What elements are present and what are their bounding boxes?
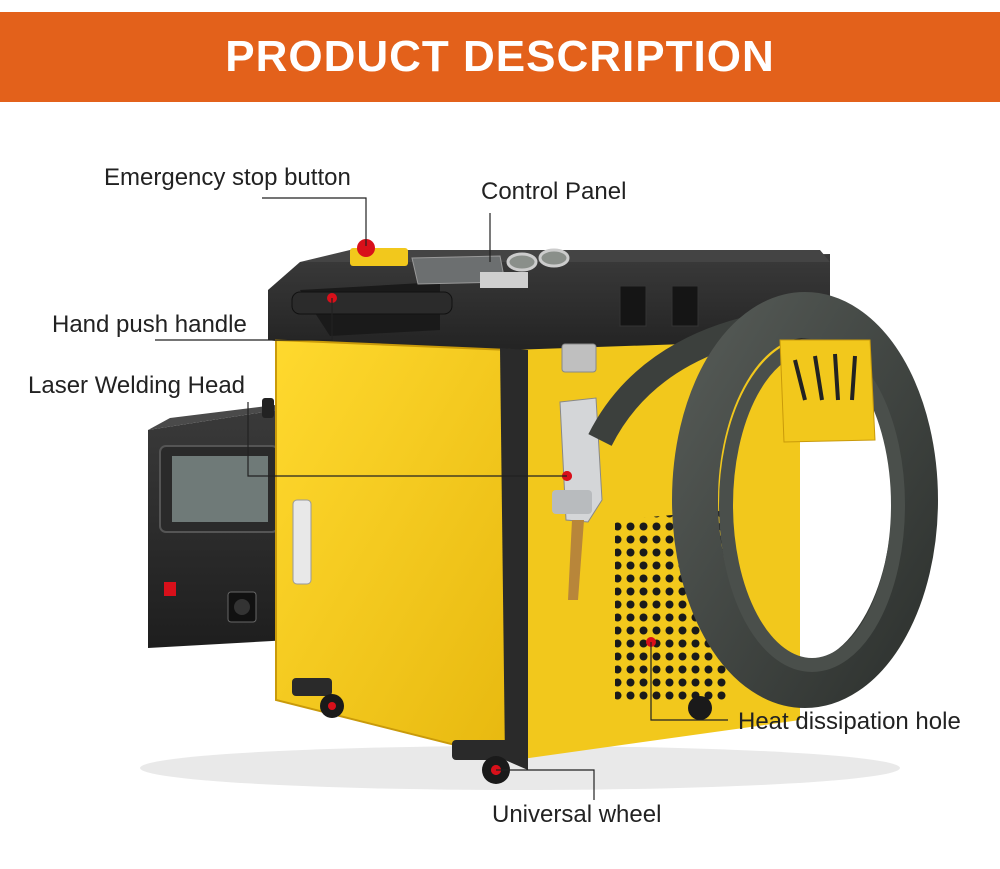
power-switch-icon [164, 582, 176, 596]
floor-shadow [140, 746, 900, 790]
coiled-hose [588, 292, 938, 708]
callout-hand-push-handle: Hand push handle [52, 311, 247, 338]
callout-universal-wheel: Universal wheel [492, 801, 662, 828]
callout-emergency-stop: Emergency stop button [104, 164, 351, 191]
page-title: PRODUCT DESCRIPTION [225, 32, 775, 81]
hand-push-handle [291, 291, 453, 315]
callout-laser-welding-head: Laser Welding Head [28, 372, 246, 399]
door-handle [292, 499, 312, 585]
leader-lines [155, 197, 728, 800]
callout-heat-dissipation-hole: Heat dissipation hole [738, 708, 961, 735]
header-banner: PRODUCT DESCRIPTION [0, 12, 1000, 102]
callout-control-panel: Control Panel [481, 178, 627, 205]
